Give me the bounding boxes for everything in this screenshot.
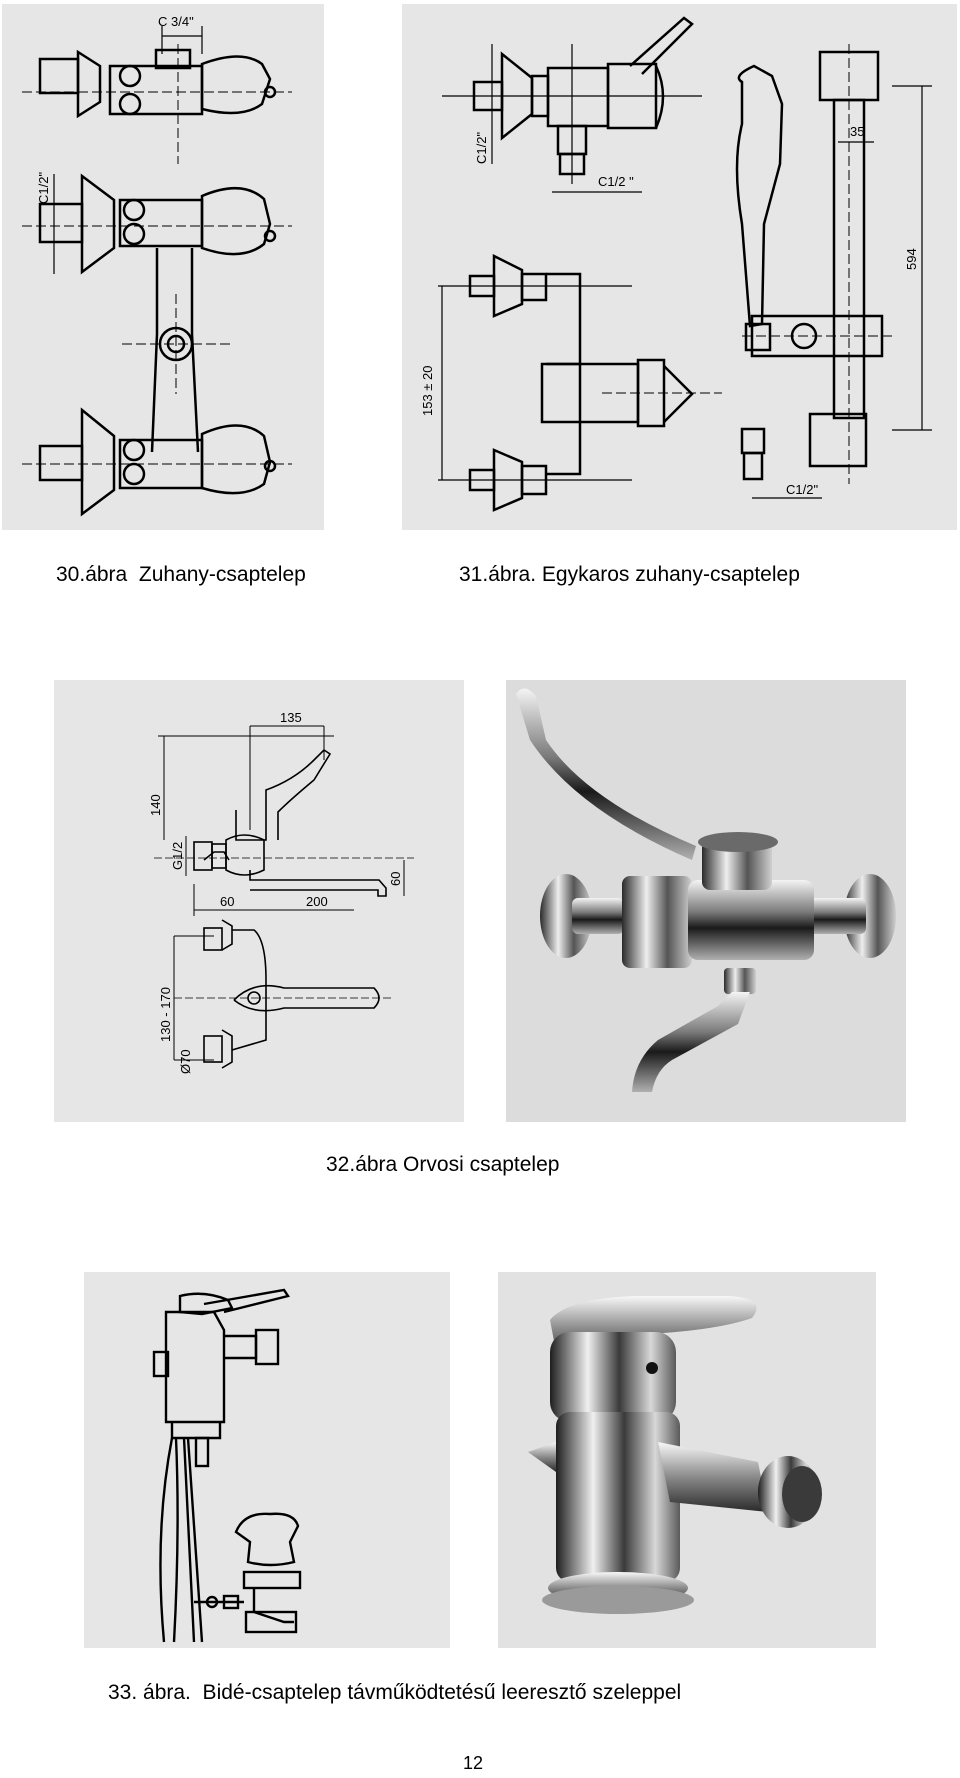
fig31-bar-length-label: 594 bbox=[904, 248, 919, 270]
fig31-hose-thread-label: C1/2" bbox=[786, 482, 818, 497]
fig31-height-label: 153 ± 20 bbox=[420, 365, 435, 416]
fig32-photo bbox=[506, 680, 906, 1122]
fig31-caption: 31.ábra. Egykaros zuhany-csaptelep bbox=[459, 563, 800, 586]
fig31-thread-a-label: C1/2" bbox=[474, 132, 489, 164]
shower-mixer-technical-drawing: C 3/4" C1/2" bbox=[22, 14, 292, 517]
fig32-caption: 32.ábra Orvosi csaptelep bbox=[326, 1153, 560, 1176]
medical-tap-technical-drawing: 135 140 G1/2 60 60 200 130 - 170 Ø70 bbox=[148, 710, 414, 1074]
fig33-drawing bbox=[84, 1272, 450, 1648]
fig32-lever-length-label: 135 bbox=[280, 710, 302, 725]
fig31-drawing: C1/2" C1/2 " 153 ± 20 35 594 C1/2" bbox=[402, 4, 957, 530]
single-lever-shower-mixer-drawing: C1/2" C1/2 " 153 ± 20 35 594 C1/2" bbox=[420, 16, 932, 512]
fig32-spout-length-label: 200 bbox=[306, 894, 328, 909]
bidet-tap-photo bbox=[528, 1296, 822, 1614]
fig32-thread-label: G1/2 bbox=[170, 842, 185, 870]
fig30-side-thread-label: C1/2" bbox=[36, 172, 51, 204]
fig33-caption: 33. ábra. Bidé-csaptelep távműködtetésű … bbox=[108, 1681, 682, 1704]
fig31-bar-offset-label: 35 bbox=[850, 124, 864, 139]
fig32-spacing-label: 130 - 170 bbox=[158, 987, 173, 1042]
fig30-drawing: C 3/4" C1/2" bbox=[2, 4, 324, 530]
fig33-photo bbox=[498, 1272, 876, 1648]
fig32-wall-offset-label: 60 bbox=[220, 894, 234, 909]
medical-tap-photo bbox=[516, 688, 896, 1092]
fig32-outlet-drop-label: 60 bbox=[388, 872, 403, 886]
fig31-thread-b-label: C1/2 " bbox=[598, 174, 634, 189]
fig32-height-label: 140 bbox=[148, 794, 163, 816]
bidet-tap-technical-drawing bbox=[152, 1288, 302, 1643]
fig30-caption: 30.ábra Zuhany-csaptelep bbox=[56, 563, 306, 586]
fig30-top-thread-label: C 3/4" bbox=[158, 14, 194, 29]
fig32-drawing: 135 140 G1/2 60 60 200 130 - 170 Ø70 bbox=[54, 680, 464, 1122]
fig32-diameter-label: Ø70 bbox=[178, 1049, 193, 1074]
page-number: 12 bbox=[463, 1753, 484, 1773]
